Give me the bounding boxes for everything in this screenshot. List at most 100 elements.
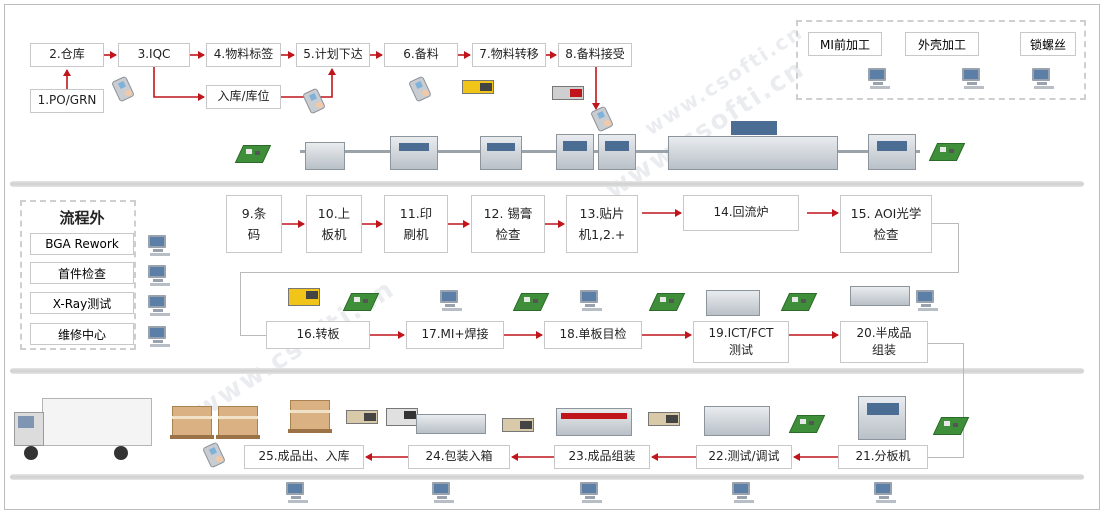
delivery-truck-icon <box>14 398 152 462</box>
material-cart-icon <box>460 76 496 98</box>
offline-process-panel <box>20 200 136 350</box>
step-depanel[interactable]: 21.分板机 <box>838 445 928 469</box>
diagram-frame <box>4 4 1100 510</box>
step-material-receive[interactable]: 8.备料接受 <box>558 43 632 67</box>
pcb-board-icon <box>928 140 966 162</box>
pcb-board-icon <box>780 290 818 312</box>
computer-terminal-icon <box>148 235 170 257</box>
computer-terminal-icon <box>580 290 602 312</box>
section-separator <box>10 181 1084 187</box>
step-aoi[interactable]: 15. AOI光学 检查 <box>840 195 932 253</box>
computer-terminal-icon <box>1032 68 1054 90</box>
section-separator <box>10 368 1084 374</box>
connector-line <box>928 343 964 344</box>
step-po-grn[interactable]: 1.PO/GRN <box>30 89 104 113</box>
step-mi-soldering[interactable]: 17.MI+焊接 <box>406 321 504 349</box>
handheld-scanner-icon <box>408 74 432 103</box>
computer-terminal-icon <box>148 295 170 317</box>
step-material-transfer[interactable]: 7.物料转移 <box>472 43 546 67</box>
step-mounter[interactable]: 13.贴片 机1,2.+ <box>566 195 638 253</box>
loader-machine <box>305 142 345 170</box>
computer-terminal-icon <box>916 290 938 312</box>
packing-bench <box>416 414 486 434</box>
spi-machine <box>480 136 522 170</box>
computer-terminal-icon <box>962 68 984 90</box>
step-stock-location[interactable]: 入库/库位 <box>206 85 281 109</box>
computer-terminal-icon <box>440 290 462 312</box>
step-final-assembly[interactable]: 23.成品组装 <box>554 445 650 469</box>
product-unit-icon <box>500 414 536 436</box>
computer-terminal-icon <box>868 68 890 90</box>
step-warehouse[interactable]: 2.仓库 <box>30 43 104 67</box>
step-semi-assembly[interactable]: 20.半成品 组装 <box>840 321 928 363</box>
mi-item-housing[interactable]: 外壳加工 <box>905 32 979 56</box>
ict-tester <box>706 290 760 316</box>
step-visual-inspection[interactable]: 18.单板目检 <box>544 321 642 349</box>
pcb-board-icon <box>234 142 272 164</box>
printer-machine <box>390 136 438 170</box>
connector-line <box>240 272 241 336</box>
product-unit-icon <box>646 408 682 430</box>
side-item-repair[interactable]: 维修中心 <box>30 323 134 345</box>
computer-terminal-icon <box>432 482 454 504</box>
connector-line <box>928 457 964 458</box>
step-barcode[interactable]: 9.条 码 <box>226 195 282 253</box>
computer-terminal-icon <box>874 482 896 504</box>
carton-box-icon <box>216 402 262 440</box>
step-loader[interactable]: 10.上 板机 <box>306 195 362 253</box>
step-material-prep[interactable]: 6.备料 <box>384 43 458 67</box>
pcb-board-icon <box>342 290 380 312</box>
mounter-machine-1 <box>556 134 594 170</box>
computer-terminal-icon <box>148 326 170 348</box>
depanel-machine <box>858 396 906 440</box>
pcb-board-icon <box>932 414 970 436</box>
assembly-bench <box>850 286 910 306</box>
handheld-scanner-icon <box>202 440 226 469</box>
pcb-board-icon <box>788 412 826 434</box>
step-material-label[interactable]: 4.物料标签 <box>206 43 281 67</box>
test-station <box>704 406 770 436</box>
pcb-board-icon <box>512 290 550 312</box>
step-spi[interactable]: 12. 锡膏 检查 <box>471 195 545 253</box>
arrow <box>153 67 205 101</box>
offline-panel-title: 流程外 <box>59 209 105 227</box>
board-transfer-machine-icon <box>286 284 322 306</box>
handheld-scanner-icon <box>302 86 326 115</box>
reflow-oven <box>668 121 838 170</box>
connector-line <box>932 223 959 224</box>
computer-terminal-icon <box>286 482 308 504</box>
step-reflow[interactable]: 14.回流炉 <box>683 195 799 231</box>
side-item-bga[interactable]: BGA Rework <box>30 233 134 255</box>
pcb-board-icon <box>648 290 686 312</box>
step-test-debug[interactable]: 22.测试/调试 <box>696 445 792 469</box>
connector-line <box>963 343 964 458</box>
step-plan-release[interactable]: 5.计划下达 <box>296 43 370 67</box>
arrow <box>281 68 336 98</box>
aoi-machine <box>868 134 916 170</box>
mounter-machine-2 <box>598 134 636 170</box>
carton-box-icon <box>288 396 334 434</box>
step-board-transfer[interactable]: 16.转板 <box>266 321 370 349</box>
step-finished-goods[interactable]: 25.成品出、入库 <box>244 445 364 469</box>
handheld-scanner-icon <box>590 104 614 133</box>
handheld-scanner-icon <box>111 74 135 103</box>
material-reel-icon <box>550 82 586 104</box>
assembly-workbench <box>556 408 632 436</box>
computer-terminal-icon <box>580 482 602 504</box>
step-iqc[interactable]: 3.IQC <box>118 43 190 67</box>
connector-line <box>958 223 959 273</box>
product-unit-icon <box>344 406 380 428</box>
carton-box-icon <box>170 402 216 440</box>
section-separator <box>10 474 1084 480</box>
connector-line <box>240 272 959 273</box>
side-item-first-article[interactable]: 首件检查 <box>30 262 134 284</box>
step-printer[interactable]: 11.印 刷机 <box>384 195 448 253</box>
mi-item-screw[interactable]: 锁螺丝 <box>1020 32 1076 56</box>
mi-process-panel <box>796 20 1086 100</box>
mi-item-pre[interactable]: MI前加工 <box>808 32 882 56</box>
step-packing[interactable]: 24.包装入箱 <box>408 445 510 469</box>
side-item-xray[interactable]: X-Ray测试 <box>30 292 134 314</box>
step-ict-fct[interactable]: 19.ICT/FCT 测试 <box>693 321 789 363</box>
computer-terminal-icon <box>732 482 754 504</box>
